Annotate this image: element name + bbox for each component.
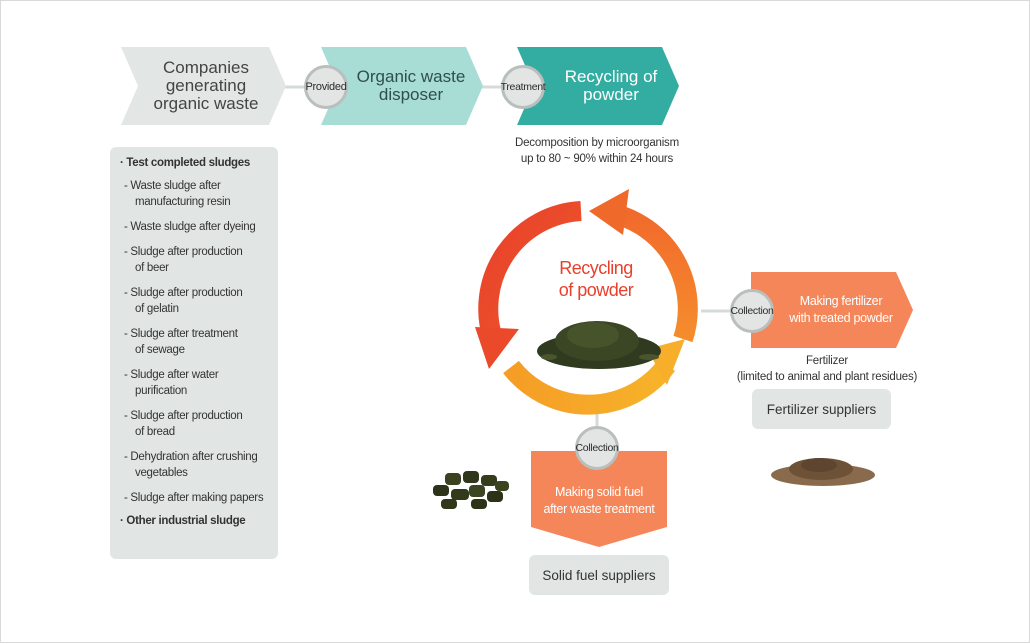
- sludge-item: - Waste sludge after dyeing: [120, 219, 268, 235]
- step3-label: Recycling of powder: [564, 67, 658, 104]
- fertilizer-chevron: [751, 272, 913, 348]
- step1-chevron: [121, 47, 286, 125]
- solid-fuel-label: Making solid fuel after waste treatment: [543, 484, 655, 516]
- sludge-item-line1: - Sludge after making papers: [124, 492, 264, 504]
- cycle-arrow-orange: [608, 203, 698, 343]
- sludge-item: - Sludge after production of bread: [120, 408, 268, 440]
- cycle-arrow-yellow: [503, 358, 676, 415]
- sludge-item: - Sludge after making papers: [120, 490, 268, 506]
- sludge-item-line2: of gelatin: [135, 303, 179, 315]
- sludge-item-line1: - Sludge after production: [124, 410, 243, 422]
- sludge-item: - Sludge after production of beer: [120, 244, 268, 276]
- sludge-item-line2: manufacturing resin: [135, 196, 231, 208]
- sludge-list-footer: · Other industrial sludge: [120, 515, 246, 527]
- sludge-item-line1: - Dehydration after crushing: [124, 451, 258, 463]
- cycle-arrow-red: [478, 201, 582, 343]
- sludge-item-line2: vegetables: [135, 467, 188, 479]
- sludge-item-line2: purification: [135, 385, 188, 397]
- sludge-item-line1: - Sludge after treatment: [124, 328, 238, 340]
- sludge-item: - Sludge after production of gelatin: [120, 285, 268, 317]
- connector-collection-fertilizer: Collection: [730, 289, 774, 333]
- sludge-item-line1: - Sludge after production: [124, 246, 243, 258]
- fuel-pellets-image: [433, 471, 509, 509]
- sludge-item-line1: - Sludge after water: [124, 369, 219, 381]
- fertilizer-label: Making fertilizer with treated powder: [789, 293, 893, 325]
- step2-label: Organic waste disposer: [356, 67, 466, 104]
- cycle-arrowhead-red: [475, 327, 519, 369]
- cycle-arrowhead-orange: [589, 189, 629, 235]
- sludge-list-heading: · Test completed sludges: [120, 157, 250, 169]
- connector-provided: Provided: [304, 65, 348, 109]
- sludge-item: - Sludge after treatment of sewage: [120, 326, 268, 358]
- sludge-item-line1: - Waste sludge after dyeing: [124, 221, 256, 233]
- powder-pile-image: [537, 321, 661, 369]
- sludge-list-panel: · Test completed sludges - Waste sludge …: [110, 147, 278, 559]
- sludge-item-line2: of beer: [135, 262, 169, 274]
- solid-fuel-suppliers-box: Solid fuel suppliers: [529, 555, 669, 595]
- sludge-item-line2: of sewage: [135, 344, 185, 356]
- step1-label: Companies generating organic waste: [153, 58, 259, 113]
- step2-chevron: [321, 47, 483, 125]
- sludge-item-line1: - Waste sludge after: [124, 180, 221, 192]
- solid-fuel-arrow: [531, 451, 667, 547]
- sludge-item-line1: - Sludge after production: [124, 287, 243, 299]
- cycle-label: Recycling of powder: [558, 258, 634, 300]
- recycling-cycle: [475, 189, 698, 415]
- connector-collection-fuel: Collection: [575, 426, 619, 470]
- sludge-item: - Waste sludge after manufacturing resin: [120, 178, 268, 210]
- sludge-item: - Dehydration after crushing vegetables: [120, 449, 268, 481]
- connector-treatment: Treatment: [501, 65, 546, 109]
- decomposition-note: Decomposition by microorganism up to 80 …: [514, 137, 679, 165]
- sludge-item-line2: of bread: [135, 426, 175, 438]
- step3-chevron: [517, 47, 679, 125]
- sludge-item: - Sludge after water purification: [120, 367, 268, 399]
- fertilizer-powder-image: [771, 458, 875, 486]
- fertilizer-note: Fertilizer (limited to animal and plant …: [736, 355, 918, 383]
- fertilizer-suppliers-box: Fertilizer suppliers: [752, 389, 891, 429]
